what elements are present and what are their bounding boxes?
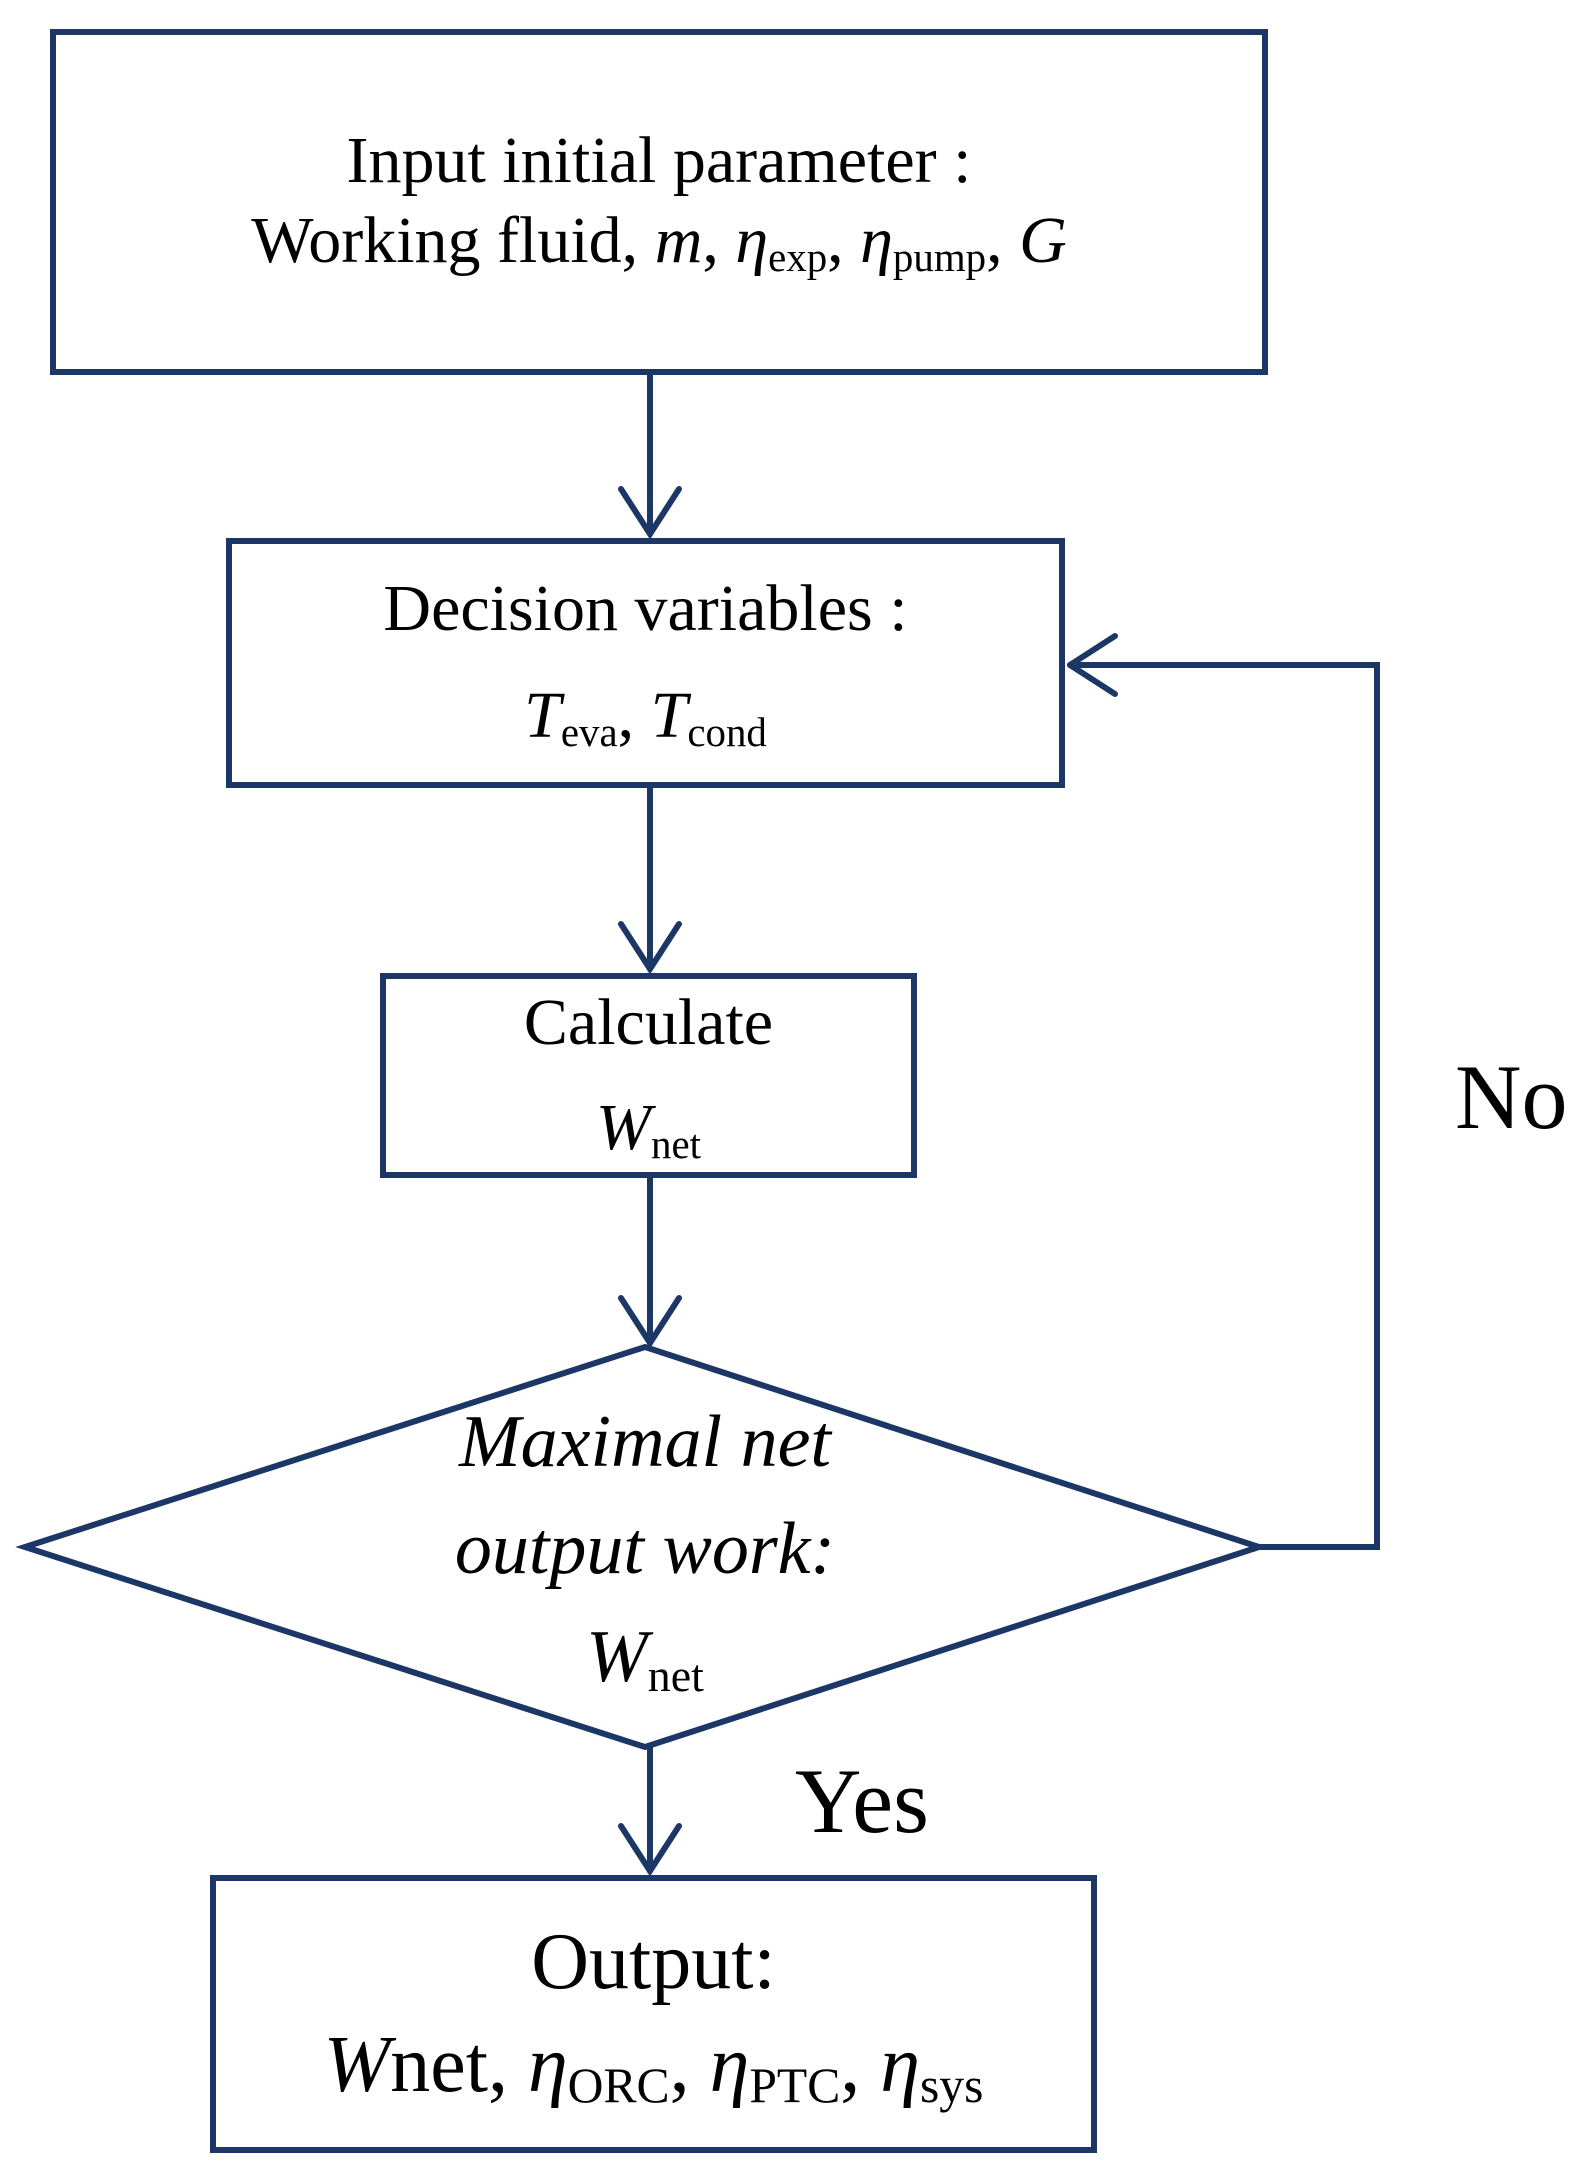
calculate-title: Calculate [523,986,774,1060]
output-values: Wnet, ηORC, ηPTC, ηsys [323,2020,984,2113]
input-parameters-title: Input initial parameter : [346,123,972,197]
node-input-parameters: Input initial parameter : Working fluid,… [50,29,1268,375]
condition-line3: Wnet [586,1615,704,1701]
decision-diamond-shape [15,1343,1269,1751]
arrowhead-input-to-decision [618,486,682,540]
calculate-value: Wnet [596,1090,701,1167]
decision-variables-title: Decision variables : [383,572,908,646]
output-title: Output: [531,1918,776,2007]
arrowhead-condition-to-output [618,1823,682,1877]
decision-variables-values: Teva, Tcond [524,679,767,755]
condition-line1: Maximal net [459,1401,831,1484]
node-output: Output: Wnet, ηORC, ηPTC, ηsys [210,1875,1097,2153]
branch-label-yes: Yes [795,1750,929,1852]
node-decision-variables: Decision variables : Teva, Tcond [226,538,1065,788]
feedback-loop-no [1067,662,1380,1550]
arrowhead-decision-to-calculate [618,921,682,975]
input-parameters-values: Working fluid, m, ηexp, ηpump, G [251,204,1067,281]
arrowhead-calculate-to-condition [618,1295,682,1349]
arrowhead-feedback-loop [1067,633,1118,697]
node-calculate: Calculate Wnet [380,973,917,1178]
node-condition-maximal-net-work: Maximal net output work: Wnet [300,1385,990,1715]
condition-line2: output work: [454,1508,836,1591]
branch-label-no: No [1455,1046,1568,1148]
